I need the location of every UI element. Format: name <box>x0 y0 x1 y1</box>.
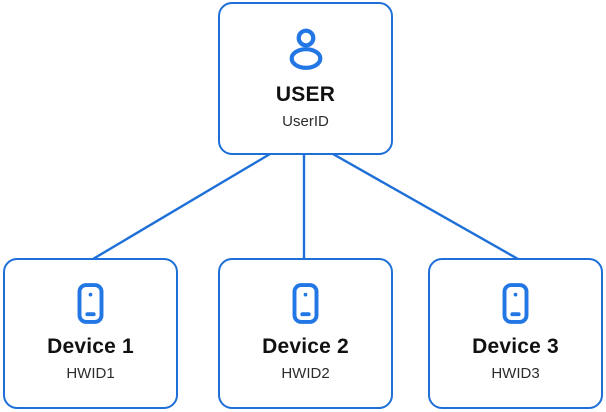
device-node-2: Device 2 HWID2 <box>218 258 393 409</box>
smartphone-icon <box>292 283 319 325</box>
connector-user-device3 <box>332 152 519 261</box>
device-node-subtitle: HWID2 <box>281 365 330 383</box>
user-node-title: USER <box>275 83 336 107</box>
smartphone-icon <box>502 283 529 325</box>
device-node-title: Device 1 <box>47 335 134 359</box>
connector-user-device1 <box>92 152 271 261</box>
device-node-subtitle: HWID1 <box>66 365 115 383</box>
device-node-3: Device 3 HWID3 <box>428 258 603 409</box>
device-node-subtitle: HWID3 <box>491 365 540 383</box>
device-node-title: Device 3 <box>472 335 559 359</box>
smartphone-icon <box>77 283 104 325</box>
user-node-subtitle: UserID <box>282 113 329 131</box>
device-node-1: Device 1 HWID1 <box>3 258 178 409</box>
user-node: USER UserID <box>218 2 393 155</box>
user-icon <box>289 28 322 71</box>
device-node-title: Device 2 <box>262 335 349 359</box>
